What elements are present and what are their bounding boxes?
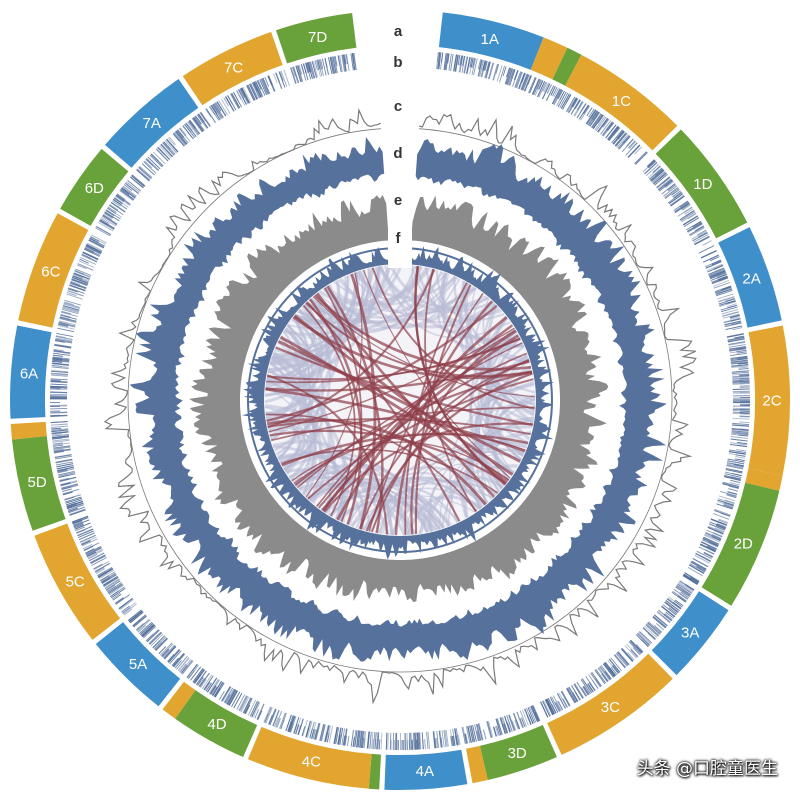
- chromosome-segment-d-fragment-14: [368, 753, 381, 790]
- chromosome-label-7c: 7C: [224, 59, 243, 76]
- chromosome-segment-1a: [438, 12, 544, 70]
- chromosome-segment-3a: [651, 591, 729, 676]
- chromosome-segment-7c: [182, 31, 283, 106]
- chromosome-segment-7a: [105, 79, 199, 168]
- chromosome-segment-6c: [18, 213, 89, 328]
- chromosome-segment-4d: [175, 690, 258, 757]
- chromosome-label-3a: 3A: [681, 625, 699, 642]
- chromosome-segment-4c: [247, 726, 372, 789]
- chromosome-segment-2a: [718, 227, 782, 328]
- track-c-profile: [103, 107, 697, 705]
- chromosome-label-3d: 3D: [508, 745, 527, 762]
- chromosome-segment-5d: [12, 436, 66, 531]
- chromosome-label-5a: 5A: [129, 656, 147, 673]
- chromosome-segment-1d: [655, 129, 748, 239]
- track-labels: a b c d e f: [393, 23, 402, 247]
- track-label-c: c: [394, 98, 402, 115]
- chromosome-segment-2d: [701, 482, 780, 606]
- chromosome-segment-2c: [748, 325, 790, 476]
- chromosome-label-1c: 1C: [612, 93, 631, 110]
- track-b-ticks: [49, 52, 751, 751]
- chromosome-label-2d: 2D: [734, 535, 753, 552]
- translocation-links: [265, 265, 536, 535]
- chromosome-label-4a: 4A: [416, 763, 434, 780]
- chromosome-label-2a: 2A: [742, 271, 760, 288]
- chromosome-label-7a: 7A: [143, 115, 161, 132]
- chromosome-label-6c: 6C: [41, 264, 60, 281]
- chromosome-label-3c: 3C: [601, 699, 620, 716]
- chromosome-segment-5c: [34, 523, 121, 640]
- label-gap: [388, 0, 412, 268]
- track-label-e: e: [394, 192, 402, 209]
- chromosome-segment-3d: [479, 725, 557, 780]
- chromosome-segment-c-fragment-21: [10, 421, 47, 440]
- track-label-f: f: [396, 230, 402, 247]
- track-c-baseline: [127, 128, 673, 673]
- chromosome-segment-6d: [60, 148, 129, 226]
- chromosome-label-5c: 5C: [66, 573, 85, 590]
- chromosome-label-6d: 6D: [85, 180, 104, 197]
- chromosome-label-6a: 6A: [20, 365, 38, 382]
- chromosome-label-5d: 5D: [28, 474, 47, 491]
- chromosome-segment-3c: [547, 653, 673, 755]
- chromosome-label-7d: 7D: [308, 29, 327, 46]
- chromosome-segment-d-fragment-2: [552, 47, 582, 86]
- chromosome-label-1d: 1D: [693, 176, 712, 193]
- track-label-d: d: [393, 145, 402, 162]
- chromosome-segment-6a: [10, 325, 52, 419]
- chromosome-segment-1c: [565, 54, 678, 151]
- chromosome-segment-5a: [95, 622, 181, 707]
- track-label-a: a: [394, 23, 403, 40]
- chromosome-segment-c-fragment-12: [466, 745, 488, 784]
- chromosome-ring: 1A 1C 1D 2A 2C 2D 3A 3C 3D 4A 4C 4D 5A 5C 5D 6A 6C 6D 7A 7C…: [10, 12, 790, 791]
- track-label-b: b: [393, 54, 402, 71]
- chromosome-segment-4a: [384, 749, 468, 791]
- chromosome-label-4c: 4C: [302, 753, 321, 770]
- watermark-text: 头条 @口腔童医生: [636, 759, 778, 779]
- data-tracks: [49, 0, 751, 751]
- synteny-links: [262, 262, 538, 538]
- chromosome-segment-7d: [276, 13, 357, 64]
- chromosome-segment-c-fragment-1: [530, 37, 568, 80]
- chromosome-segment-c-fragment-7: [745, 468, 783, 491]
- chromosome-label-2c: 2C: [762, 393, 781, 410]
- chromosome-label-1a: 1A: [481, 31, 499, 48]
- chromosome-label-4d: 4D: [207, 716, 226, 733]
- chromosome-segment-c-fragment-17: [162, 681, 196, 719]
